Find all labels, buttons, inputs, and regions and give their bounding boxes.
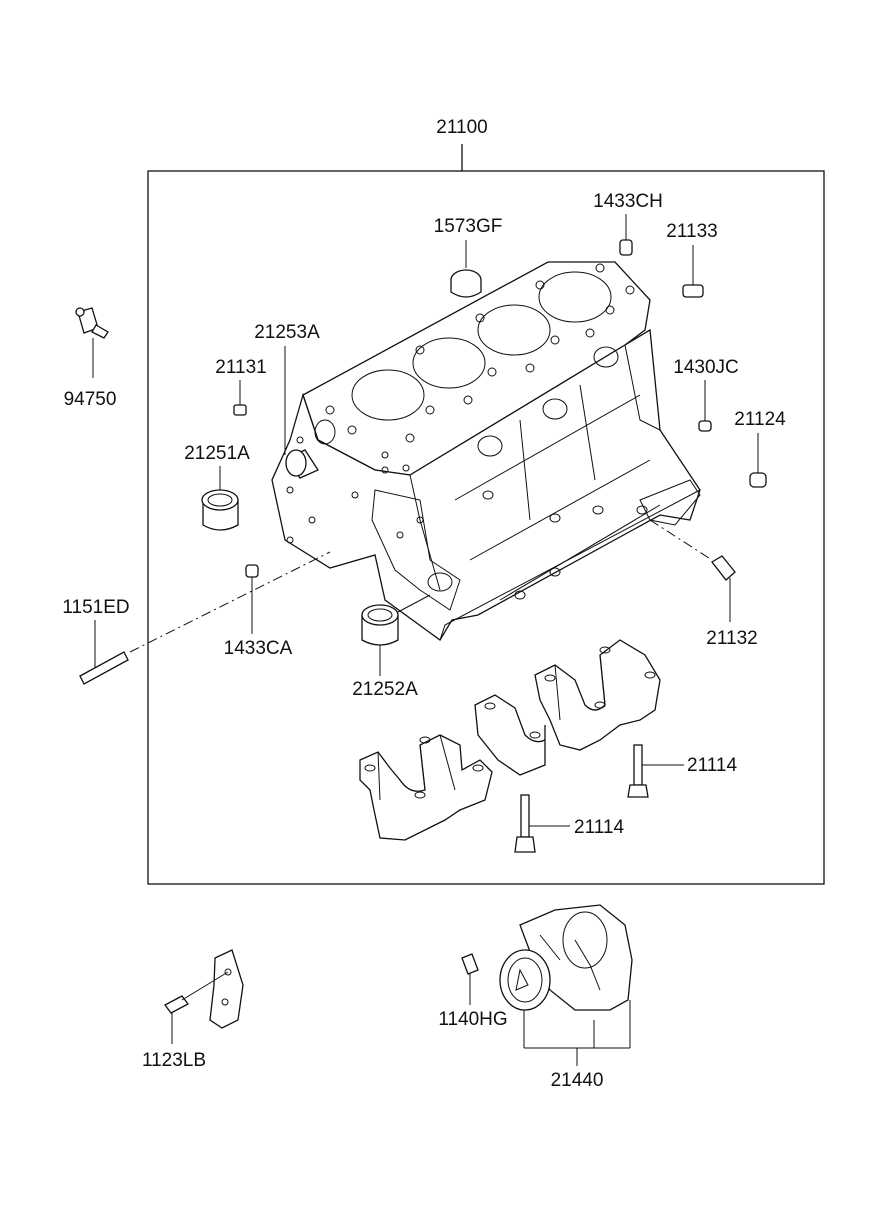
label-1123LB: 1123LB [142, 1050, 206, 1071]
label-1573GF: 1573GF [434, 216, 503, 237]
bolt-1140HG [461, 953, 479, 1005]
label-1140HG: 1140HG [438, 1009, 507, 1030]
label-94750: 94750 [64, 389, 117, 410]
plug-21131 [233, 380, 247, 416]
label-21114-lower: 21114 [574, 817, 624, 838]
label-21253A: 21253A [254, 322, 320, 343]
label-1433CH: 1433CH [593, 191, 663, 212]
bearing-caps [359, 639, 661, 841]
label-21114-upper: 21114 [687, 755, 737, 776]
cylinder-block [271, 261, 701, 641]
plug-21133 [682, 245, 704, 298]
plug-21124 [749, 433, 767, 488]
label-21132: 21132 [706, 628, 757, 649]
label-21252A: 21252A [352, 679, 418, 700]
label-1433CA: 1433CA [224, 638, 293, 659]
pin-1433CA [245, 564, 259, 634]
label-21124: 21124 [734, 409, 786, 430]
label-21131: 21131 [215, 357, 266, 378]
main-bearing-bolt-lower [514, 794, 570, 853]
pin-1433CH [619, 214, 633, 256]
assembly-frame [147, 170, 825, 885]
bushing-21253A [284, 346, 319, 479]
label-21251A: 21251A [184, 443, 250, 464]
main-bearing-bolt-upper [627, 744, 684, 798]
pin-1430JC [698, 380, 712, 432]
label-21100: 21100 [436, 117, 487, 138]
sensor-94750 [75, 307, 109, 378]
label-1151ED: 1151ED [62, 597, 129, 618]
bracket-1123LB [164, 949, 244, 1044]
stud-1151ED [79, 551, 331, 685]
bushing-21251A [201, 466, 239, 531]
rear-seal-case-21440 [499, 904, 633, 1066]
plug-1573GF [450, 240, 482, 298]
bushing-21252A [361, 594, 431, 676]
label-21440: 21440 [551, 1070, 604, 1091]
label-21133: 21133 [666, 221, 717, 242]
label-1430JC: 1430JC [673, 357, 739, 378]
bolt-21132 [649, 519, 736, 622]
